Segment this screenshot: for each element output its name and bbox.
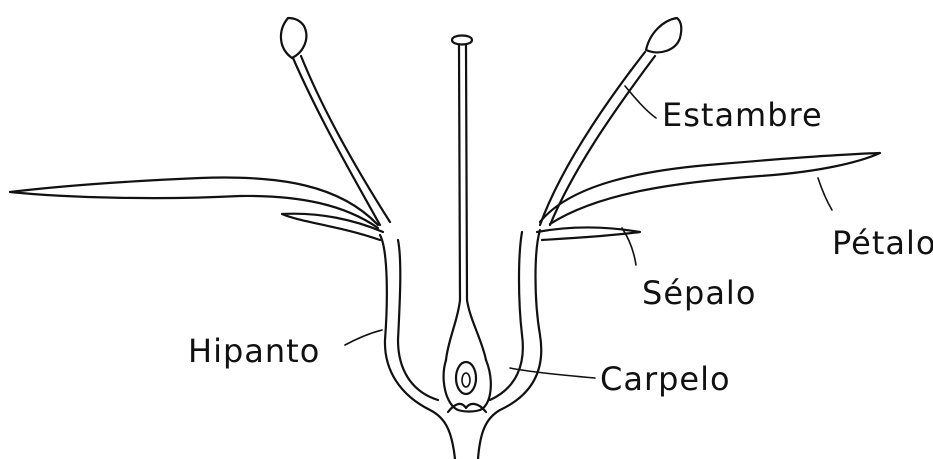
stamens (281, 18, 681, 225)
leader-petalo (818, 178, 832, 210)
leader-estambre (625, 86, 656, 118)
carpel-ovule-inner (462, 373, 470, 387)
hypanthium-outer-left (380, 235, 455, 459)
hypanthium-outer-right (478, 230, 541, 459)
carpel (444, 36, 491, 413)
stamen-right-filament-outer (540, 52, 645, 225)
labels: Estambre Pétalo Sépalo Hipanto Carpelo (188, 96, 933, 398)
sepals (282, 214, 640, 240)
label-carpelo: Carpelo (600, 360, 731, 398)
carpel-stigma (452, 36, 472, 45)
label-petalo: Pétalo (832, 224, 933, 262)
carpel-style-right (466, 45, 486, 360)
hypanthium-inner-right (490, 232, 523, 400)
hypanthium-inner-left (398, 240, 438, 400)
stamen-right-anther (646, 18, 681, 52)
petals (10, 153, 880, 228)
label-sepalo: Sépalo (642, 274, 756, 312)
carpel-ovule-outer (456, 362, 476, 394)
label-hipanto: Hipanto (188, 332, 320, 370)
stamen-left-filament-inner (301, 56, 390, 222)
petal-right (540, 153, 880, 224)
carpel-style-left (446, 45, 460, 360)
label-estambre: Estambre (662, 96, 823, 134)
sepal-left (282, 214, 383, 240)
stamen-left-anther (281, 18, 306, 58)
petal-left (10, 178, 378, 228)
leader-carpelo (510, 368, 595, 378)
sepal-right (537, 228, 640, 241)
leader-hipanto (345, 330, 382, 345)
